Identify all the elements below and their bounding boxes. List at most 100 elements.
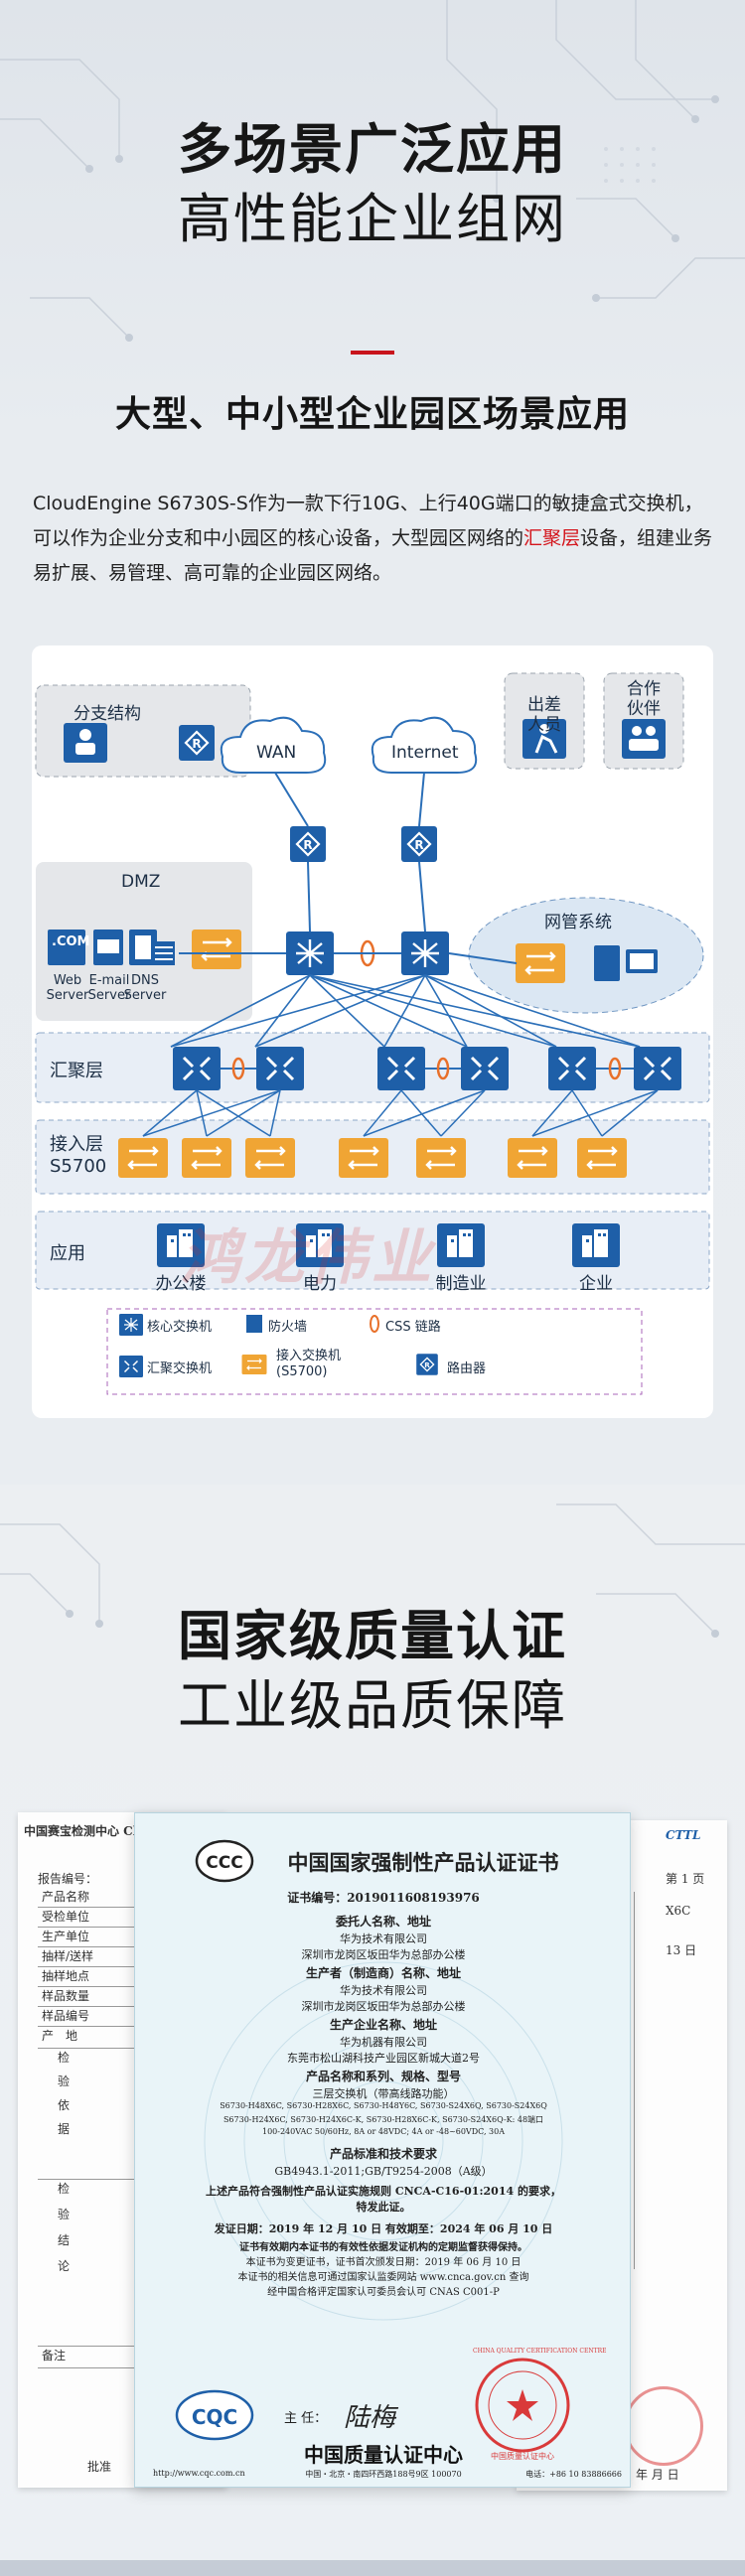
- client-heading: 委托人名称、地址: [335, 1915, 431, 1929]
- report-row: 受检单位: [38, 1908, 157, 1928]
- ccc-certificate: CCC 中国国家强制性产品认证证书 证书编号：2019011608193976 …: [134, 1812, 631, 2488]
- issuing-center: 中国质量认证中心: [304, 2443, 463, 2467]
- app-enterprise-label: 企业: [579, 1274, 613, 1294]
- footer-url: http://www.cqc.com.cn: [153, 2469, 245, 2478]
- report-cell: X6C: [666, 1904, 691, 1918]
- product-heading: 产品名称和系列、规格、型号: [305, 2070, 461, 2083]
- report-row: 检: [58, 2182, 71, 2196]
- maker-heading: 生产者（制造商）名称、地址: [305, 1966, 461, 1980]
- footer-address: 中国・北京・南四环西路188号9区 100070: [305, 2470, 462, 2479]
- web-server-label: Web Server: [44, 973, 91, 1003]
- partner-icon: [622, 719, 666, 759]
- wan-label: WAN: [256, 743, 297, 763]
- factory-heading: 生产企业名称、地址: [329, 2018, 437, 2032]
- com-label: .COM: [52, 934, 90, 949]
- product-models-1: S6730-H48X6C, S6730-H28X6C, S6730-H48Y6C…: [220, 2101, 547, 2110]
- email-server-label: E-mail Server: [87, 973, 131, 1003]
- report-sign-date: 年 月 日: [636, 2468, 679, 2482]
- app-manufacturing-label: 制造业: [435, 1274, 487, 1294]
- internet-label: Internet: [391, 743, 459, 763]
- travel-label-line2: 人员: [527, 715, 561, 735]
- legend-agg-label: 汇聚交换机: [147, 1361, 213, 1376]
- web-server-line1: Web: [53, 973, 82, 988]
- report-row: 产 地: [38, 2027, 157, 2049]
- certificate-title: 中国国家强制性产品认证证书: [287, 1850, 559, 1875]
- circuit-background: [0, 0, 745, 342]
- cert-note-1: 证书有效期内本证书的有效性依据发证机构的定期监督获得保持。: [239, 2242, 527, 2253]
- partner-label: 合作 伙伴: [608, 679, 679, 719]
- aggregation-layer-label: 汇聚层: [50, 1061, 103, 1081]
- travel-label: 出差 人员: [509, 695, 580, 735]
- app-power-label: 电力: [303, 1274, 337, 1294]
- dmz-servers: [48, 930, 157, 965]
- legend-core-label: 核心交换机: [147, 1320, 213, 1335]
- report-row: 样品数量: [38, 1987, 157, 2007]
- report-row: 产品名称: [38, 1888, 157, 1908]
- report-row: 检: [58, 2051, 71, 2065]
- official-seal-icon: [475, 2358, 570, 2453]
- application-layer-label: 应用: [50, 1243, 85, 1264]
- email-server-line1: E-mail: [88, 973, 130, 988]
- email-server-line2: Server: [87, 988, 131, 1003]
- report-row: 样品编号: [38, 2007, 157, 2027]
- director-signature: 陆梅: [344, 2403, 396, 2433]
- report-row: 抽样地点: [38, 1967, 157, 1987]
- rule-line-1: 上述产品符合强制性产品认证实施规则 CNCA-C16-01:2014 的要求，: [206, 2185, 561, 2198]
- certificate-number: 证书编号：2019011608193976: [287, 1891, 480, 1905]
- title-divider: [351, 351, 394, 355]
- section-title: 多场景广泛应用: [178, 118, 567, 181]
- director-label: 主 任：: [284, 2411, 328, 2426]
- client-name: 华为技术有限公司: [340, 1932, 427, 1945]
- factory-address: 东莞市松山湖科技产业园区新城大道2号: [287, 2052, 480, 2065]
- dmz-label: DMZ: [121, 872, 161, 892]
- report-row: 据: [38, 2120, 157, 2180]
- section-title-secondary: 高性能企业组网: [178, 188, 567, 250]
- branch-user-icon: [64, 723, 107, 763]
- app-office-label: 办公楼: [155, 1274, 207, 1294]
- legend-firewall-label: 防火墙: [268, 1320, 308, 1335]
- legend-access-line1: 接入交换机: [276, 1349, 342, 1363]
- red-stamp: [624, 2386, 703, 2466]
- cqc-logo-icon: [175, 2389, 254, 2441]
- access-layer-line1: 接入层: [50, 1134, 103, 1155]
- product-models-3: 100-240VAC 50/60Hz, 8A or 48VDC; 4A or -…: [261, 2127, 505, 2136]
- legend-router-label: 路由器: [447, 1361, 487, 1376]
- report-cell: 13 日: [666, 1943, 697, 1957]
- travel-user-icon: [522, 719, 566, 759]
- footer-phone: 电话：+86 10 83886666: [525, 2470, 622, 2479]
- nms-label: 网管系统: [544, 913, 612, 932]
- report-row: 抽样/送样: [38, 1947, 157, 1967]
- rule-line-2: 特发此证。: [356, 2201, 411, 2214]
- factory-name: 华为机器有限公司: [340, 2036, 427, 2049]
- standard-heading: 产品标准和技术要求: [329, 2147, 437, 2161]
- cert-note-2: 本证书为变更证书，证书首次颁发日期：2019 年 06 月 10 日: [245, 2257, 522, 2268]
- scenario-description: CloudEngine S6730S-S作为一款下行10G、上行40G端口的敏捷…: [33, 487, 718, 591]
- report-grid: [634, 1892, 723, 2269]
- dns-server-line2: Server: [123, 988, 167, 1003]
- legend-css-label: CSS 链路: [385, 1320, 441, 1335]
- report-approve: 批准: [87, 2460, 112, 2474]
- cttl-logo: CTTL: [666, 1828, 701, 1842]
- report-row: 依: [58, 2098, 71, 2112]
- branch-label: 分支结构: [74, 704, 141, 724]
- description-highlight: 汇聚层: [523, 527, 581, 549]
- client-address: 深圳市龙岗区坂田华为总部办公楼: [301, 1948, 466, 1961]
- description-text: CloudEngine S6730S-S作为一款下行10G、上行40G端口的敏捷…: [33, 493, 703, 549]
- description-text-end: 设备，组建业务易扩展、易管理、高可靠的企业园区网络。: [33, 527, 713, 584]
- partner-label-line1: 合作: [627, 679, 661, 699]
- network-diagram: R: [32, 645, 713, 1418]
- watermark: 鸿龙伟业: [181, 1223, 435, 1293]
- cert-note-4: 经中国合格评定国家认可委员会认可 CNAS C001-P: [267, 2287, 500, 2298]
- dns-server-label: DNS Server: [123, 973, 167, 1003]
- report-row: 结: [58, 2233, 71, 2247]
- legend-access-line2: (S5700): [276, 1364, 328, 1379]
- cert-title: 国家级质量认证: [178, 1605, 567, 1667]
- report-table: 产品名称 受检单位 生产单位 抽样/送样 抽样地点 样品数量 样品编号 产 地 …: [38, 1888, 157, 2368]
- report-row: 验: [58, 2075, 71, 2088]
- svg-text:CCC: CCC: [206, 1853, 242, 1873]
- standard-value: GB4943.1-2011;GB/T9254-2008（A级）: [274, 2165, 493, 2178]
- web-server-line2: Server: [46, 988, 89, 1003]
- legend-access-label: 接入交换机 (S5700): [276, 1349, 341, 1380]
- report-row: 验: [58, 2208, 71, 2221]
- seal-text-en: CHINA QUALITY CERTIFICATION CENTRE: [473, 2348, 607, 2355]
